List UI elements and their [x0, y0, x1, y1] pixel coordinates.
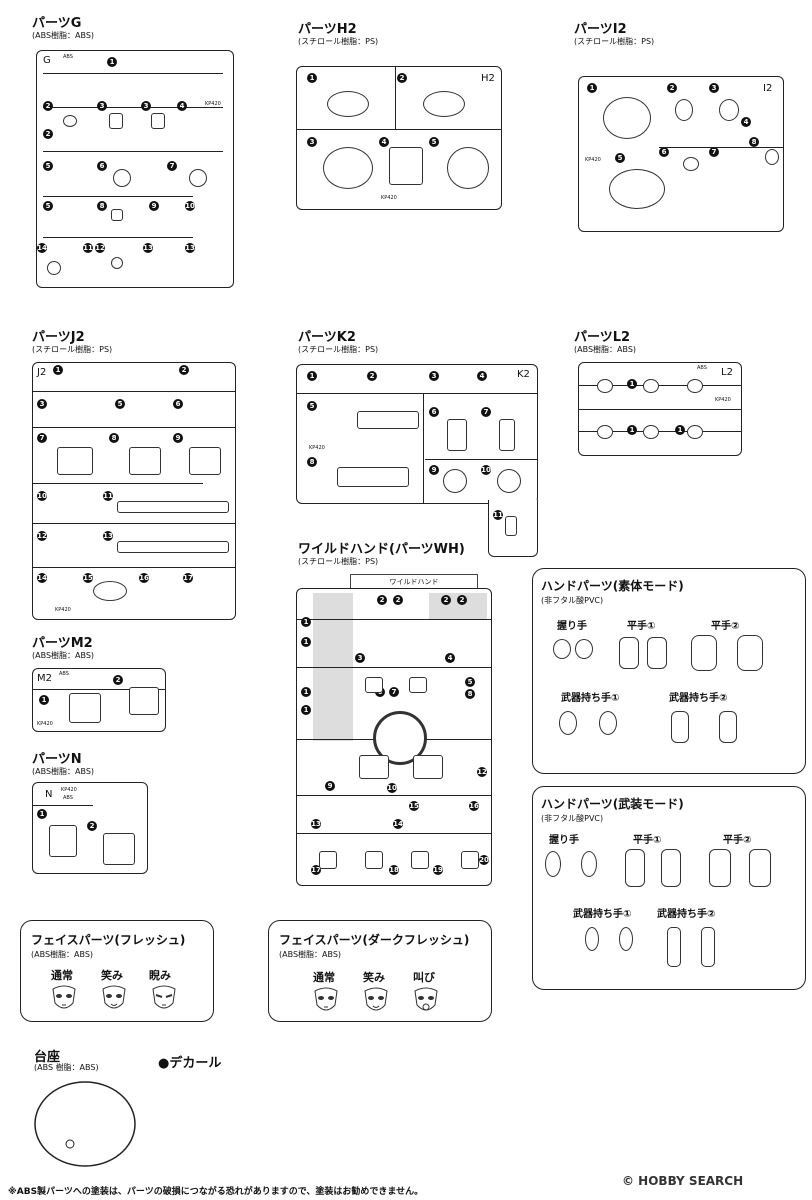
runner-l2-label: L2: [721, 367, 733, 378]
runner-g-material: (ABS樹脂：ABS): [32, 31, 95, 40]
runner-n-tag: ABS: [63, 795, 73, 801]
runner-k2-title: パーツK2: [298, 330, 356, 345]
hand-armed-grip-label: 握り手: [549, 835, 579, 846]
runner-l2-material: (ABS樹脂：ABS): [574, 345, 637, 354]
runner-j2-code: KP420: [55, 607, 71, 613]
runner-l2-code: KP420: [715, 397, 731, 403]
hand-plain-box: ハンドパーツ(素体モード) (非フタル酸PVC) 握り手 平手① 平手② 武器持…: [532, 568, 806, 774]
runner-g-tag: ABS: [63, 54, 73, 60]
runner-h2-title: パーツH2: [298, 22, 357, 37]
hand-plain-flat1-label: 平手①: [627, 621, 656, 632]
face-flesh-box: フェイスパーツ(フレッシュ) (ABS樹脂：ABS) 通常 笑み 睨み: [20, 920, 214, 1022]
runner-j2-label: J2: [37, 367, 47, 378]
hand-plain-weapon1-label: 武器持ち手①: [561, 693, 620, 704]
face-flesh-label-smile: 笑み: [101, 969, 123, 982]
face-normal-icon: [52, 985, 76, 1009]
runner-j2-title: パーツJ2: [32, 330, 85, 345]
face-glare-icon: [152, 985, 176, 1009]
hobby-search-logo: © HOBBY SEARCH: [622, 1174, 744, 1188]
hand-armed-box: ハンドパーツ(武装モード) (非フタル酸PVC) 握り手 平手① 平手② 武器持…: [532, 786, 806, 990]
face-dark-normal-icon: [314, 987, 338, 1011]
face-dark-label-normal: 通常: [313, 971, 335, 984]
runner-g-title: パーツG: [32, 16, 82, 31]
hand-armed-material: (非フタル酸PVC): [541, 814, 604, 823]
runner-wh-title: ワイルドハンド(パーツWH): [298, 542, 465, 557]
runner-n-material: (ABS樹脂：ABS): [32, 767, 95, 776]
face-dark-smile-icon: [364, 987, 388, 1011]
runner-k2-code: KP420: [309, 445, 325, 451]
face-dark-label-smile: 笑み: [363, 971, 385, 984]
runner-l2-tag: ABS: [697, 365, 707, 371]
runner-k2-label: K2: [517, 369, 530, 380]
face-dark-shout-icon: [414, 987, 438, 1011]
runner-l2-title: パーツL2: [574, 330, 631, 345]
hand-armed-title: ハンドパーツ(武装モード): [541, 797, 684, 811]
runner-g-label: G: [43, 55, 51, 66]
runner-i2-title: パーツI2: [574, 22, 627, 37]
runner-k2-tab: 11: [488, 500, 538, 557]
runner-m2-title: パーツM2: [32, 636, 93, 651]
runner-i2-label: I2: [763, 83, 773, 94]
decal-title: ●デカール: [158, 1056, 222, 1071]
hand-plain-flat2-label: 平手②: [711, 621, 740, 632]
runner-m2-tag: ABS: [59, 671, 69, 677]
stand-material: (ABS 樹脂：ABS): [34, 1063, 99, 1072]
runner-h2-label: H2: [481, 73, 495, 84]
face-flesh-title: フェイスパーツ(フレッシュ): [31, 933, 186, 947]
hand-armed-flat1-label: 平手①: [633, 835, 662, 846]
footer-note: ※ABS製パーツへの塗装は、パーツの破損につながる恐れがありますので、塗装はお勧…: [8, 1187, 424, 1197]
hand-plain-grip-label: 握り手: [557, 621, 587, 632]
runner-j2-material: (スチロール樹脂：PS): [32, 345, 113, 354]
runner-i2-code: KP420: [585, 157, 601, 163]
face-smile-icon: [102, 985, 126, 1009]
runner-h2-code: KP420: [381, 195, 397, 201]
runner-n-code: KP420: [61, 787, 77, 793]
runner-wh-material: (スチロール樹脂：PS): [298, 557, 379, 566]
hand-plain-title: ハンドパーツ(素体モード): [541, 579, 684, 593]
runner-i2-material: (スチロール樹脂：PS): [574, 37, 655, 46]
face-flesh-material: (ABS樹脂：ABS): [31, 950, 94, 959]
hand-armed-flat2-label: 平手②: [723, 835, 752, 846]
runner-k2-material: (スチロール樹脂：PS): [298, 345, 379, 354]
hand-armed-weapon1-label: 武器持ち手①: [573, 909, 632, 920]
runner-m2-material: (ABS樹脂：ABS): [32, 651, 95, 660]
face-flesh-label-glare: 睨み: [149, 969, 171, 982]
hand-armed-weapon2-label: 武器持ち手②: [657, 909, 716, 920]
face-dark-material: (ABS樹脂：ABS): [279, 950, 342, 959]
runner-m2-label: M2: [37, 673, 52, 684]
stand-title: 台座: [34, 1050, 61, 1065]
face-flesh-label-normal: 通常: [51, 969, 73, 982]
hand-plain-weapon2-label: 武器持ち手②: [669, 693, 728, 704]
face-dark-box: フェイスパーツ(ダークフレッシュ) (ABS樹脂：ABS) 通常 笑み 叫び: [268, 920, 492, 1022]
runner-n-label: N: [45, 789, 53, 800]
runner-g-code: KP420: [205, 101, 221, 107]
face-dark-label-shout: 叫び: [413, 971, 435, 984]
runner-m2-code: KP420: [37, 721, 53, 727]
face-dark-title: フェイスパーツ(ダークフレッシュ): [279, 933, 470, 947]
hand-plain-material: (非フタル酸PVC): [541, 596, 604, 605]
stand-base-icon: [34, 1081, 136, 1167]
runner-n-title: パーツN: [32, 752, 82, 767]
runner-h2-material: (スチロール樹脂：PS): [298, 37, 379, 46]
